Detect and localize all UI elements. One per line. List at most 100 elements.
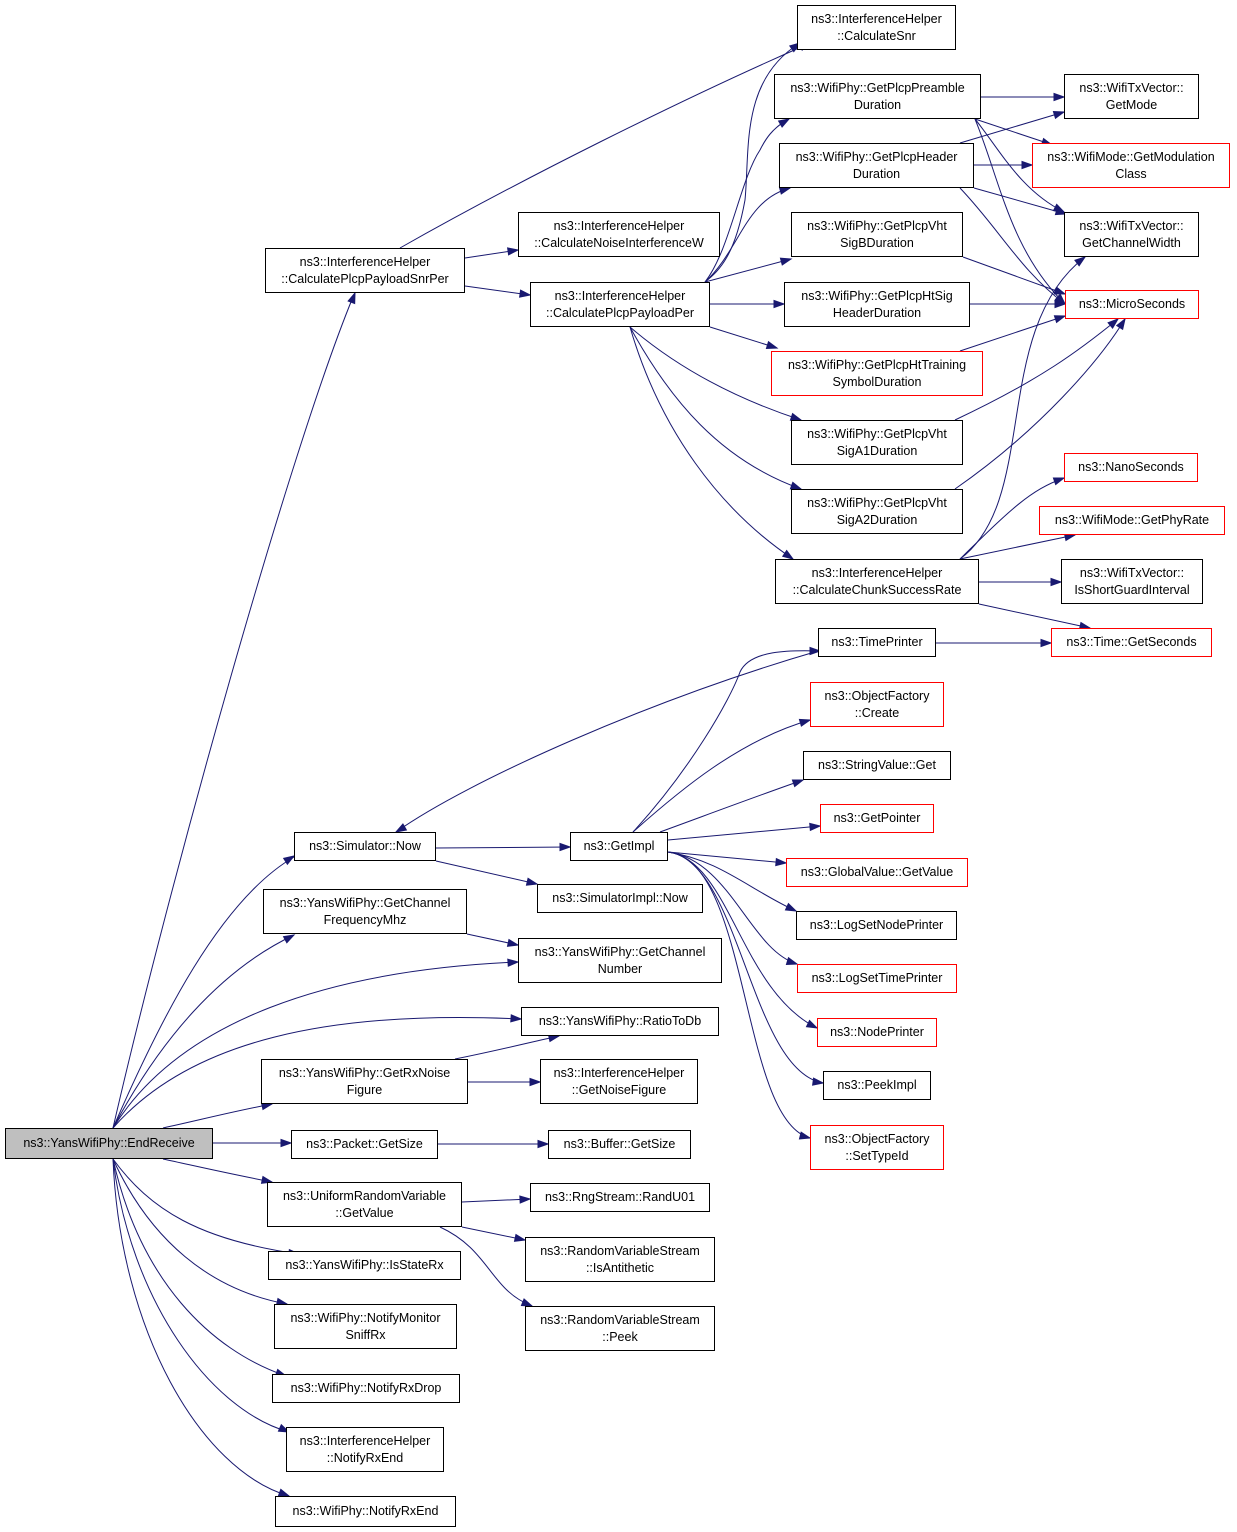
node-label: ns3::WifiMode::GetPhyRate xyxy=(1054,513,1210,527)
node-calculate-snr[interactable]: ns3::InterferenceHelper ::CalculateSnr xyxy=(797,5,956,50)
node-end-receive: ns3::YansWifiPhy::EndReceive xyxy=(5,1128,213,1159)
call-edge xyxy=(629,326,794,560)
node-global-value-get-value[interactable]: ns3::GlobalValue::GetValue xyxy=(786,858,968,887)
node-label: ns3::WifiPhy::GetPlcpHtTraining SymbolDu… xyxy=(787,357,967,389)
arrowhead xyxy=(798,718,812,727)
node-label: ns3::WifiPhy::NotifyMonitor SniffRx xyxy=(290,1310,441,1342)
call-edge xyxy=(112,856,295,1129)
call-edge xyxy=(439,1226,533,1307)
node-get-noise-figure[interactable]: ns3::InterferenceHelper ::GetNoiseFigure xyxy=(540,1059,698,1104)
arrowhead xyxy=(520,1298,534,1307)
node-calculate-chunk-success-rate[interactable]: ns3::InterferenceHelper ::CalculateChunk… xyxy=(775,559,979,604)
node-get-rx-noise-figure[interactable]: ns3::YansWifiPhy::GetRxNoise Figure xyxy=(261,1059,468,1104)
node-wifimode-get-modulation-class[interactable]: ns3::WifiMode::GetModulation Class xyxy=(1032,143,1230,188)
node-label: ns3::Time::GetSeconds xyxy=(1066,635,1197,649)
node-get-plcp-preamble-duration[interactable]: ns3::WifiPhy::GetPlcpPreamble Duration xyxy=(774,74,981,119)
node-get-plcp-ht-training-symbol-duration[interactable]: ns3::WifiPhy::GetPlcpHtTraining SymbolDu… xyxy=(771,351,983,396)
node-node-printer[interactable]: ns3::NodePrinter xyxy=(817,1018,937,1047)
call-edge xyxy=(962,256,1066,295)
node-calculate-plcp-payload-per[interactable]: ns3::InterferenceHelper ::CalculatePlcpP… xyxy=(530,282,710,327)
node-notify-rx-drop[interactable]: ns3::WifiPhy::NotifyRxDrop xyxy=(272,1374,460,1403)
node-get-plcp-vht-siga2-duration[interactable]: ns3::WifiPhy::GetPlcpVht SigA2Duration xyxy=(791,489,963,534)
node-label: ns3::WifiTxVector:: IsShortGuardInterval xyxy=(1074,565,1190,597)
node-calculate-plcp-payload-snr-per[interactable]: ns3::InterferenceHelper ::CalculatePlcpP… xyxy=(265,248,465,293)
arrowhead xyxy=(282,855,296,866)
node-uniform-random-variable-get-value[interactable]: ns3::UniformRandomVariable ::GetValue xyxy=(267,1182,462,1227)
call-edge xyxy=(112,934,295,1129)
arrowhead xyxy=(1107,318,1120,329)
arrowhead xyxy=(1052,111,1066,120)
node-get-plcp-ht-sig-header-duration[interactable]: ns3::WifiPhy::GetPlcpHtSig HeaderDuratio… xyxy=(784,282,970,327)
node-random-variable-stream-peek[interactable]: ns3::RandomVariableStream ::Peek xyxy=(525,1306,715,1351)
node-is-state-rx[interactable]: ns3::YansWifiPhy::IsStateRx xyxy=(268,1251,461,1280)
node-time-printer[interactable]: ns3::TimePrinter xyxy=(818,628,936,657)
node-label: ns3::WifiPhy::GetPlcpPreamble Duration xyxy=(790,80,965,112)
arrowhead xyxy=(277,1488,291,1497)
call-edge xyxy=(667,851,787,864)
call-edge xyxy=(974,118,1065,213)
call-edge xyxy=(464,285,531,296)
node-wifiphy-notify-rx-end[interactable]: ns3::WifiPhy::NotifyRxEnd xyxy=(275,1496,456,1527)
call-edge xyxy=(632,650,821,833)
node-get-plcp-vht-sigb-duration[interactable]: ns3::WifiPhy::GetPlcpVht SigBDuration xyxy=(791,212,963,257)
call-edge xyxy=(954,318,1126,490)
node-label: ns3::InterferenceHelper ::NotifyRxEnd xyxy=(299,1433,431,1465)
node-object-factory-set-type-id[interactable]: ns3::ObjectFactory ::SetTypeId xyxy=(810,1125,944,1170)
arrowhead xyxy=(507,247,520,256)
node-calculate-noise-interference-w[interactable]: ns3::InterferenceHelper ::CalculateNoise… xyxy=(518,212,720,257)
node-buffer-get-size[interactable]: ns3::Buffer::GetSize xyxy=(548,1130,691,1159)
node-simulator-now[interactable]: ns3::Simulator::Now xyxy=(294,832,436,861)
node-label: ns3::WifiPhy::NotifyRxDrop xyxy=(290,1381,442,1395)
node-label: ns3::YansWifiPhy::GetChannel Number xyxy=(534,944,706,976)
node-get-pointer[interactable]: ns3::GetPointer xyxy=(820,804,934,833)
node-nano-seconds[interactable]: ns3::NanoSeconds xyxy=(1064,453,1198,482)
node-label: ns3::RandomVariableStream ::Peek xyxy=(540,1312,700,1344)
node-wifimode-get-phy-rate[interactable]: ns3::WifiMode::GetPhyRate xyxy=(1039,506,1225,535)
node-object-factory-create[interactable]: ns3::ObjectFactory ::Create xyxy=(810,682,944,727)
node-label: ns3::Buffer::GetSize xyxy=(563,1137,676,1151)
node-micro-seconds[interactable]: ns3::MicroSeconds xyxy=(1065,290,1199,319)
node-label: ns3::LogSetNodePrinter xyxy=(809,918,944,932)
node-get-impl[interactable]: ns3::GetImpl xyxy=(570,832,668,861)
arrowhead xyxy=(779,257,793,266)
arrowhead xyxy=(791,779,805,788)
arrowhead xyxy=(1054,207,1068,216)
node-txvector-get-channel-width[interactable]: ns3::WifiTxVector:: GetChannelWidth xyxy=(1064,212,1199,257)
node-label: ns3::WifiMode::GetModulation Class xyxy=(1047,149,1215,181)
arrowhead xyxy=(513,1233,527,1242)
node-string-value-get[interactable]: ns3::StringValue::Get xyxy=(803,751,951,780)
node-get-plcp-vht-siga1-duration[interactable]: ns3::WifiPhy::GetPlcpVht SigA1Duration xyxy=(791,420,963,465)
node-get-channel-number[interactable]: ns3::YansWifiPhy::GetChannel Number xyxy=(518,938,722,983)
node-simulator-impl-now[interactable]: ns3::SimulatorImpl::Now xyxy=(537,884,703,913)
node-label: ns3::GlobalValue::GetValue xyxy=(800,865,954,879)
arrowhead xyxy=(537,1139,550,1149)
node-interference-helper-notify-rx-end[interactable]: ns3::InterferenceHelper ::NotifyRxEnd xyxy=(286,1427,444,1472)
node-label: ns3::NodePrinter xyxy=(830,1025,924,1039)
node-random-variable-stream-is-antithetic[interactable]: ns3::RandomVariableStream ::IsAntithetic xyxy=(525,1237,715,1282)
call-edge xyxy=(162,1158,273,1183)
call-edge xyxy=(629,326,802,421)
node-txvector-get-mode[interactable]: ns3::WifiTxVector:: GetMode xyxy=(1064,74,1199,119)
node-label: ns3::InterferenceHelper ::GetNoiseFigure xyxy=(553,1065,685,1097)
node-label: ns3::NanoSeconds xyxy=(1078,460,1184,474)
node-label: ns3::MicroSeconds xyxy=(1078,297,1186,311)
call-edge xyxy=(704,118,790,283)
node-rng-stream-rand-u01[interactable]: ns3::RngStream::RandU01 xyxy=(530,1183,710,1212)
node-get-plcp-header-duration[interactable]: ns3::WifiPhy::GetPlcpHeader Duration xyxy=(779,143,974,188)
node-log-set-node-printer[interactable]: ns3::LogSetNodePrinter xyxy=(796,911,957,940)
arrowhead xyxy=(781,549,795,560)
arrowhead xyxy=(347,291,356,305)
arrowhead xyxy=(280,1138,293,1148)
node-ratio-to-db[interactable]: ns3::YansWifiPhy::RatioToDb xyxy=(521,1007,719,1036)
call-edge xyxy=(954,318,1119,421)
node-packet-get-size[interactable]: ns3::Packet::GetSize xyxy=(291,1130,438,1159)
arrowhead xyxy=(777,118,791,128)
node-get-channel-frequency-mhz[interactable]: ns3::YansWifiPhy::GetChannel FrequencyMh… xyxy=(263,889,467,934)
node-notify-monitor-sniff-rx[interactable]: ns3::WifiPhy::NotifyMonitor SniffRx xyxy=(274,1304,457,1349)
node-peek-impl[interactable]: ns3::PeekImpl xyxy=(823,1071,931,1100)
node-txvector-is-short-guard-interval[interactable]: ns3::WifiTxVector:: IsShortGuardInterval xyxy=(1061,559,1203,604)
node-log-set-time-printer[interactable]: ns3::LogSetTimePrinter xyxy=(797,964,957,993)
node-label: ns3::WifiPhy::GetPlcpHtSig HeaderDuratio… xyxy=(801,288,953,320)
node-time-get-seconds[interactable]: ns3::Time::GetSeconds xyxy=(1051,628,1212,657)
arrowhead xyxy=(1053,315,1067,324)
